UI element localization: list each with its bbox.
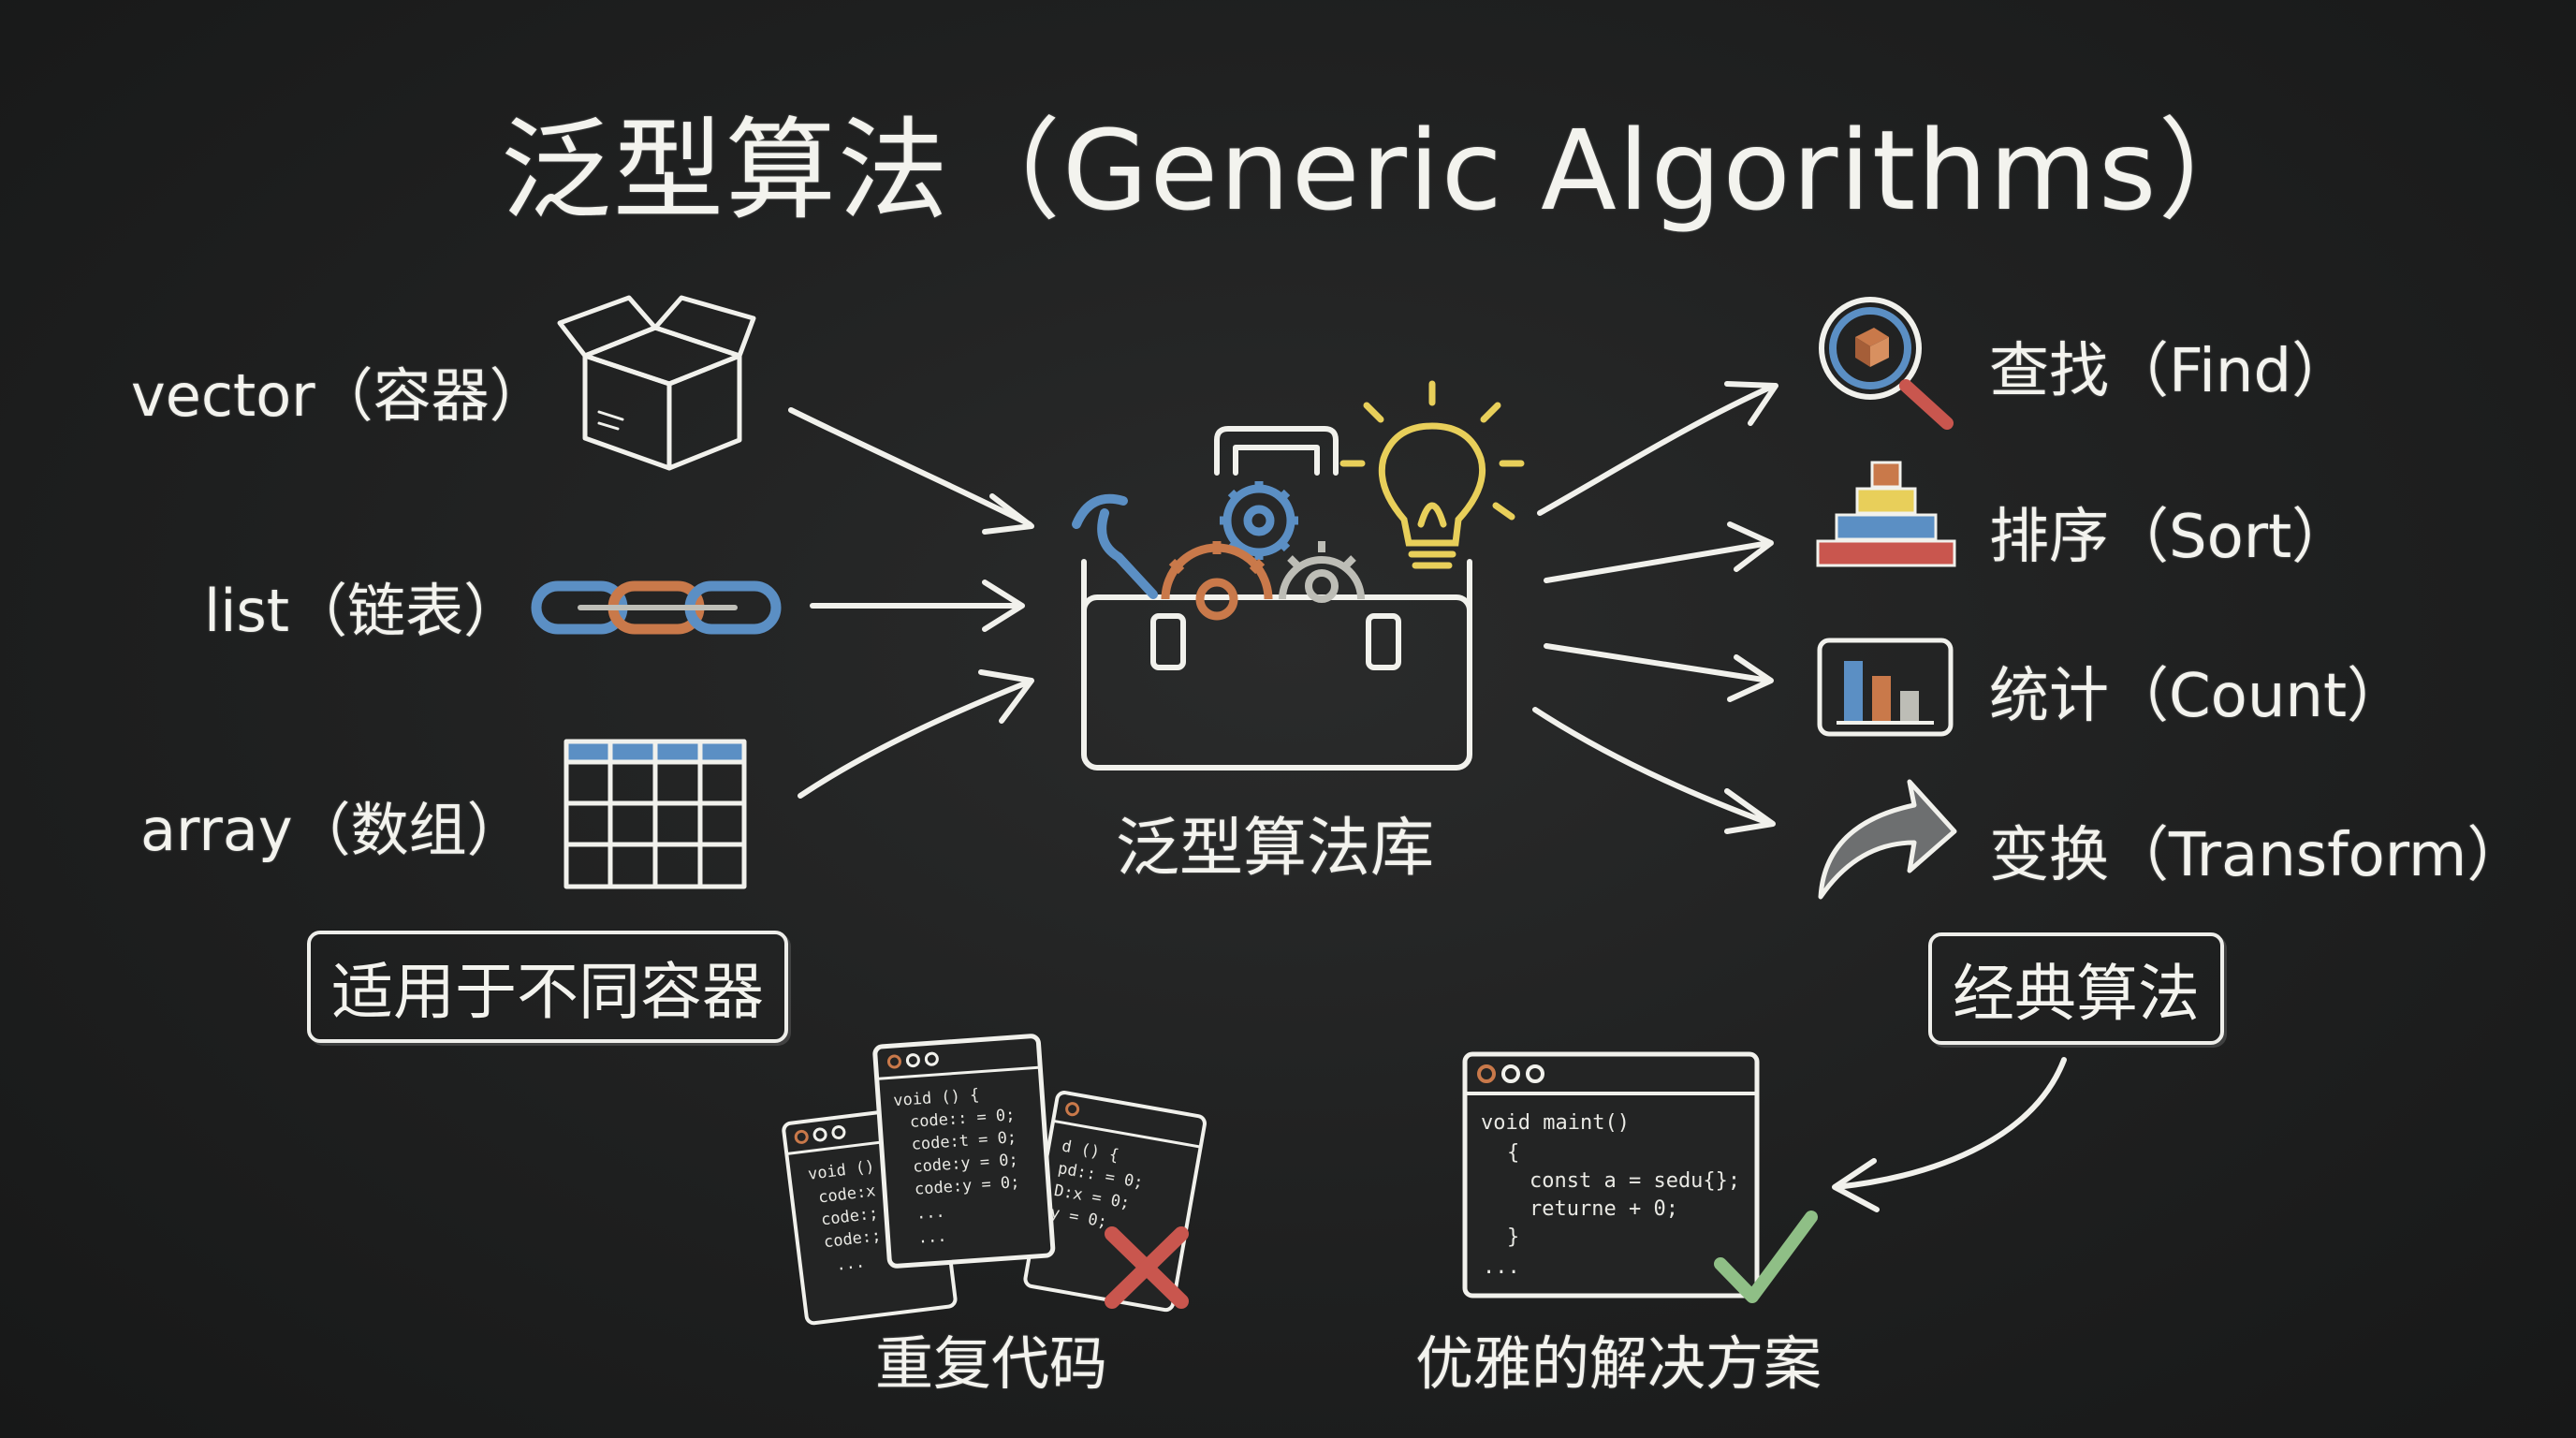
solution-code-window: void maint() { const a = sedu{}; returne… xyxy=(1462,1051,1818,1303)
code-line: ... xyxy=(917,1227,947,1248)
arrow-library-to-find xyxy=(1537,383,1777,516)
lightbulb-icon xyxy=(1339,380,1525,569)
caption-classic-algorithms: 经典算法 xyxy=(1928,932,2224,1045)
caption-duplicate-code: 重复代码 xyxy=(875,1329,1108,1398)
arrows-right xyxy=(1532,381,1778,834)
arrow-to-solution xyxy=(1832,1057,2067,1212)
label-transform: 变换（Transform） xyxy=(1989,821,2527,890)
label-sort: 排序（Sort） xyxy=(1989,503,2352,572)
gear-icon-blue xyxy=(1220,481,1298,560)
arrow-library-to-count xyxy=(1544,643,1772,683)
code-line: const a = sedu{}; xyxy=(1530,1169,1740,1193)
code-line: ... xyxy=(915,1203,945,1224)
gear-icon-orange xyxy=(1161,541,1273,621)
arrow-array-to-library xyxy=(798,679,1032,799)
page-title: 泛型算法（Generic Algorithms） xyxy=(501,106,2271,235)
duplicate-code-windows: void () { code:x code:; code:; ... d () … xyxy=(782,1034,1207,1326)
magnifier-icon xyxy=(1819,297,1954,430)
code-line: ... xyxy=(1483,1255,1520,1279)
chain-icon xyxy=(531,580,782,635)
arrow-vector-to-library xyxy=(788,407,1032,527)
arrow-library-to-sort xyxy=(1544,540,1772,583)
wrench-icon xyxy=(1072,493,1158,599)
curved-arrow-icon xyxy=(1818,779,1957,900)
label-count: 统计（Count） xyxy=(1989,662,2408,731)
label-list: list（链表） xyxy=(204,577,522,645)
open-box-icon xyxy=(557,295,756,471)
toolbox-icon xyxy=(1072,380,1525,770)
red-x-icon xyxy=(1105,1226,1189,1309)
gear-icon-gray xyxy=(1279,541,1365,603)
bar-chart-icon xyxy=(1817,638,1954,737)
arrow-library-to-transform xyxy=(1532,707,1774,827)
code-line: void maint() xyxy=(1481,1111,1630,1135)
caption-elegant-solution: 优雅的解决方案 xyxy=(1415,1329,1822,1398)
code-line: { xyxy=(1507,1141,1519,1165)
code-window-front: void () { code:: = 0; code:t = 0; code:y… xyxy=(872,1034,1056,1269)
code-line: returne + 0; xyxy=(1530,1197,1678,1221)
code-line: } xyxy=(1507,1225,1519,1249)
stacked-bars-icon xyxy=(1816,461,1956,567)
caption-library: 泛型算法库 xyxy=(1116,812,1435,886)
caption-different-containers: 适用于不同容器 xyxy=(307,931,788,1043)
grid-icon xyxy=(564,739,747,889)
checkmark-icon xyxy=(1714,1211,1818,1303)
code-line: ... xyxy=(835,1253,866,1275)
label-find: 查找（Find） xyxy=(1989,337,2352,406)
arrows-left xyxy=(788,407,1034,799)
label-array: array（数组） xyxy=(140,796,525,864)
label-vector: vector（容器） xyxy=(131,361,548,430)
